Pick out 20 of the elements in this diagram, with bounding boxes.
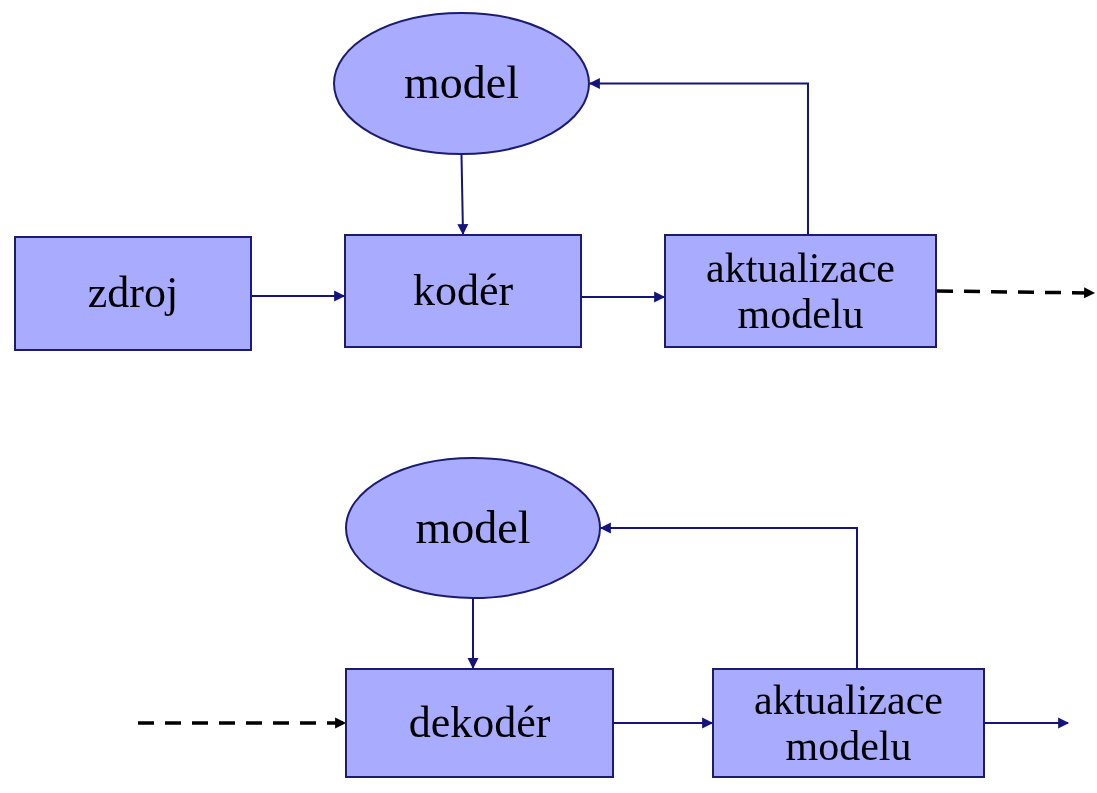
- node-label: aktualizace modelu: [753, 676, 944, 770]
- process-box: [345, 668, 614, 778]
- arrow: [581, 291, 666, 303]
- node-label: dekodér: [408, 698, 551, 748]
- arrow: [457, 154, 469, 236]
- arrow: [984, 717, 1070, 729]
- node-label: model: [415, 502, 531, 554]
- process-box: [664, 234, 937, 348]
- process-box: [712, 668, 985, 778]
- dashed-arrow: [138, 717, 347, 729]
- arrow: [251, 290, 346, 302]
- node-label: aktualizace modelu: [705, 244, 896, 338]
- arrow: [613, 717, 714, 729]
- node-label: model: [404, 58, 519, 109]
- node-label: kodér: [412, 266, 514, 316]
- dashed-arrow: [936, 287, 1096, 299]
- arrow: [467, 598, 479, 670]
- node-label: zdroj: [87, 269, 179, 318]
- process-box: [14, 236, 252, 351]
- process-box: [344, 234, 582, 348]
